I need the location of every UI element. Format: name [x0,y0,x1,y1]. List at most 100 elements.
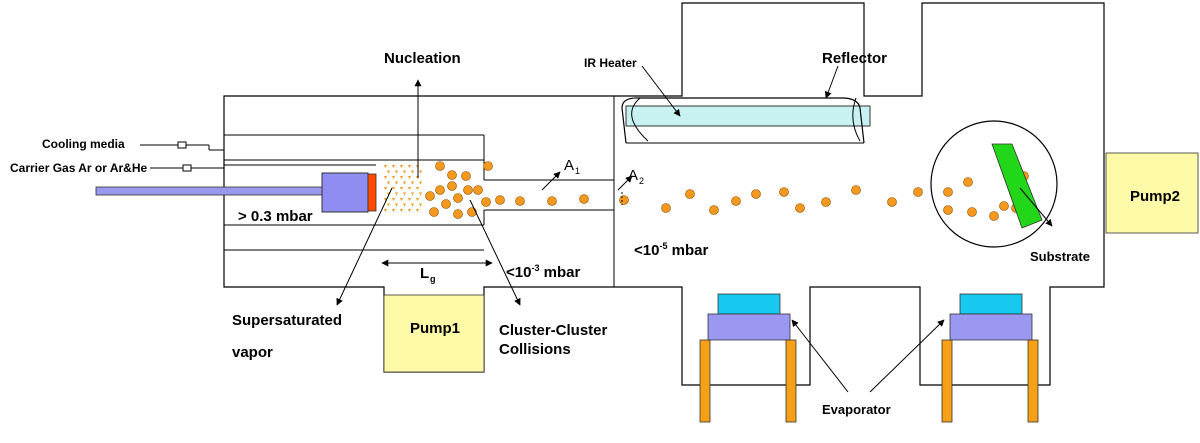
vapor-dot: ▾ [400,164,403,170]
pressure-aggregation-main: <10 [506,264,532,281]
cluster-particle [435,161,445,171]
a1-sub: 1 [575,166,581,176]
vapor-dot: ▾ [384,197,387,203]
vapor-dot: ▾ [416,186,419,192]
pressure-deposition-main: <10 [634,242,660,259]
vapor-dot: ▾ [403,181,406,187]
nucleation-label: Nucleation [384,50,461,67]
vapor-dot: ▾ [400,175,403,181]
pressure-aggregation-unit: mbar [539,264,581,281]
cluster-particle [779,187,789,197]
cluster-particle [515,196,525,206]
lg-main: L [420,265,430,282]
ir-heater-label: IR Heater [584,56,637,70]
vapor-dot: ▾ [384,164,387,170]
substrate-zoom-circle [930,120,1058,248]
vapor-dot: ▾ [419,203,422,209]
cluster-particle [943,205,953,215]
cluster-particle [483,161,493,171]
a2-arrow [617,175,633,191]
vapor-dot: ▾ [419,170,422,176]
cooling-media-label: Cooling media [42,137,125,151]
vapor-dot: ▾ [411,192,414,198]
vapor-dot: ▾ [411,170,414,176]
cluster-particle [429,207,439,217]
cluster-particle [751,189,761,199]
substrate-plate [991,143,1043,229]
vapor-dot: ▾ [400,208,403,214]
evaporator-arrow-right [869,319,945,393]
vapor-dot: ▾ [387,203,390,209]
cluster-particle [821,197,831,207]
cluster-particle [989,211,999,221]
cluster-particle [481,197,491,207]
cluster-particles [425,161,1029,221]
vapor-dot: ▾ [384,186,387,192]
vapor-dot: ▾ [392,186,395,192]
vapor-dot: ▾ [400,186,403,192]
pressure-source-label: > 0.3 mbar [238,208,313,225]
cluster-particle [461,171,471,181]
gas-inlets [140,141,224,172]
vapor-dot: ▾ [392,208,395,214]
evaporator-arrow-left [791,319,849,393]
evaporator-left [699,293,797,423]
vapor-dot: ▾ [408,175,411,181]
pressure-aggregation-exp: -3 [531,263,540,273]
vapor-dot: ▾ [392,175,395,181]
vapor-dot: ▾ [416,197,419,203]
reflector-curve-right [852,97,861,142]
vapor-dot: ▾ [403,170,406,176]
vapor-dot: ▾ [403,203,406,209]
cluster-particle [453,193,463,203]
cluster-particle [547,196,557,206]
vapor-dot: ▾ [395,181,398,187]
vapor-dot: ▾ [395,192,398,198]
substrate-arrow [1019,187,1053,227]
reflector-arrow [824,65,839,99]
vapor-dots: ▾▾▾▾▾▾▾▾▾▾▾▾▾▾▾▾▾▾▾▾▾▾▾▾▾▾▾▾▾▾▾▾▾▾▾▾▾▾▾▾… [384,164,422,214]
pressure-deposition-unit: mbar [667,242,709,259]
cluster-particle [495,195,505,205]
a1-arrow [541,171,561,191]
pump1-box [383,294,485,373]
cluster-collisions-line1: Cluster-Cluster [499,322,608,339]
vapor-dot: ▾ [419,192,422,198]
lg-sub: g [430,274,436,284]
vapor-dot: ▾ [403,192,406,198]
cluster-particle [795,203,805,213]
cluster-particle [467,207,477,217]
reflector [621,97,865,144]
vapor-dot: ▾ [392,197,395,203]
pressure-aggregation-label: <10-3 mbar [506,263,581,281]
cluster-particle [463,185,473,195]
carrier-gas-label: Carrier Gas Ar or Ar&He [10,161,148,175]
vapor-dot: ▾ [387,170,390,176]
vapor-dot: ▾ [411,181,414,187]
reflector-curve-left [631,97,649,142]
evaporator-right [941,293,1039,423]
cluster-particle [963,177,973,187]
ir-heater-arrow [641,65,681,117]
cluster-particle [661,203,671,213]
vapor-dot: ▾ [387,181,390,187]
sputter-target [367,173,377,212]
pump2-box [1105,152,1199,234]
cluster-particle [447,181,457,191]
vapor-dot: ▾ [384,175,387,181]
cluster-particle [967,207,977,217]
ir-heater-tube [625,105,871,127]
cluster-particle [731,196,741,206]
cluster-particle [709,205,719,215]
vapor-dot: ▾ [411,203,414,209]
cluster-particle [473,185,483,195]
a2-main: A [628,167,639,184]
pressure-deposition-label: <10-5 mbar [634,242,709,259]
a2-sub: 2 [639,176,645,186]
cluster-particle [579,194,589,204]
cluster-particle [887,197,897,207]
supersaturated-arrow [336,187,393,306]
evaporator-label: Evaporator [822,402,891,417]
